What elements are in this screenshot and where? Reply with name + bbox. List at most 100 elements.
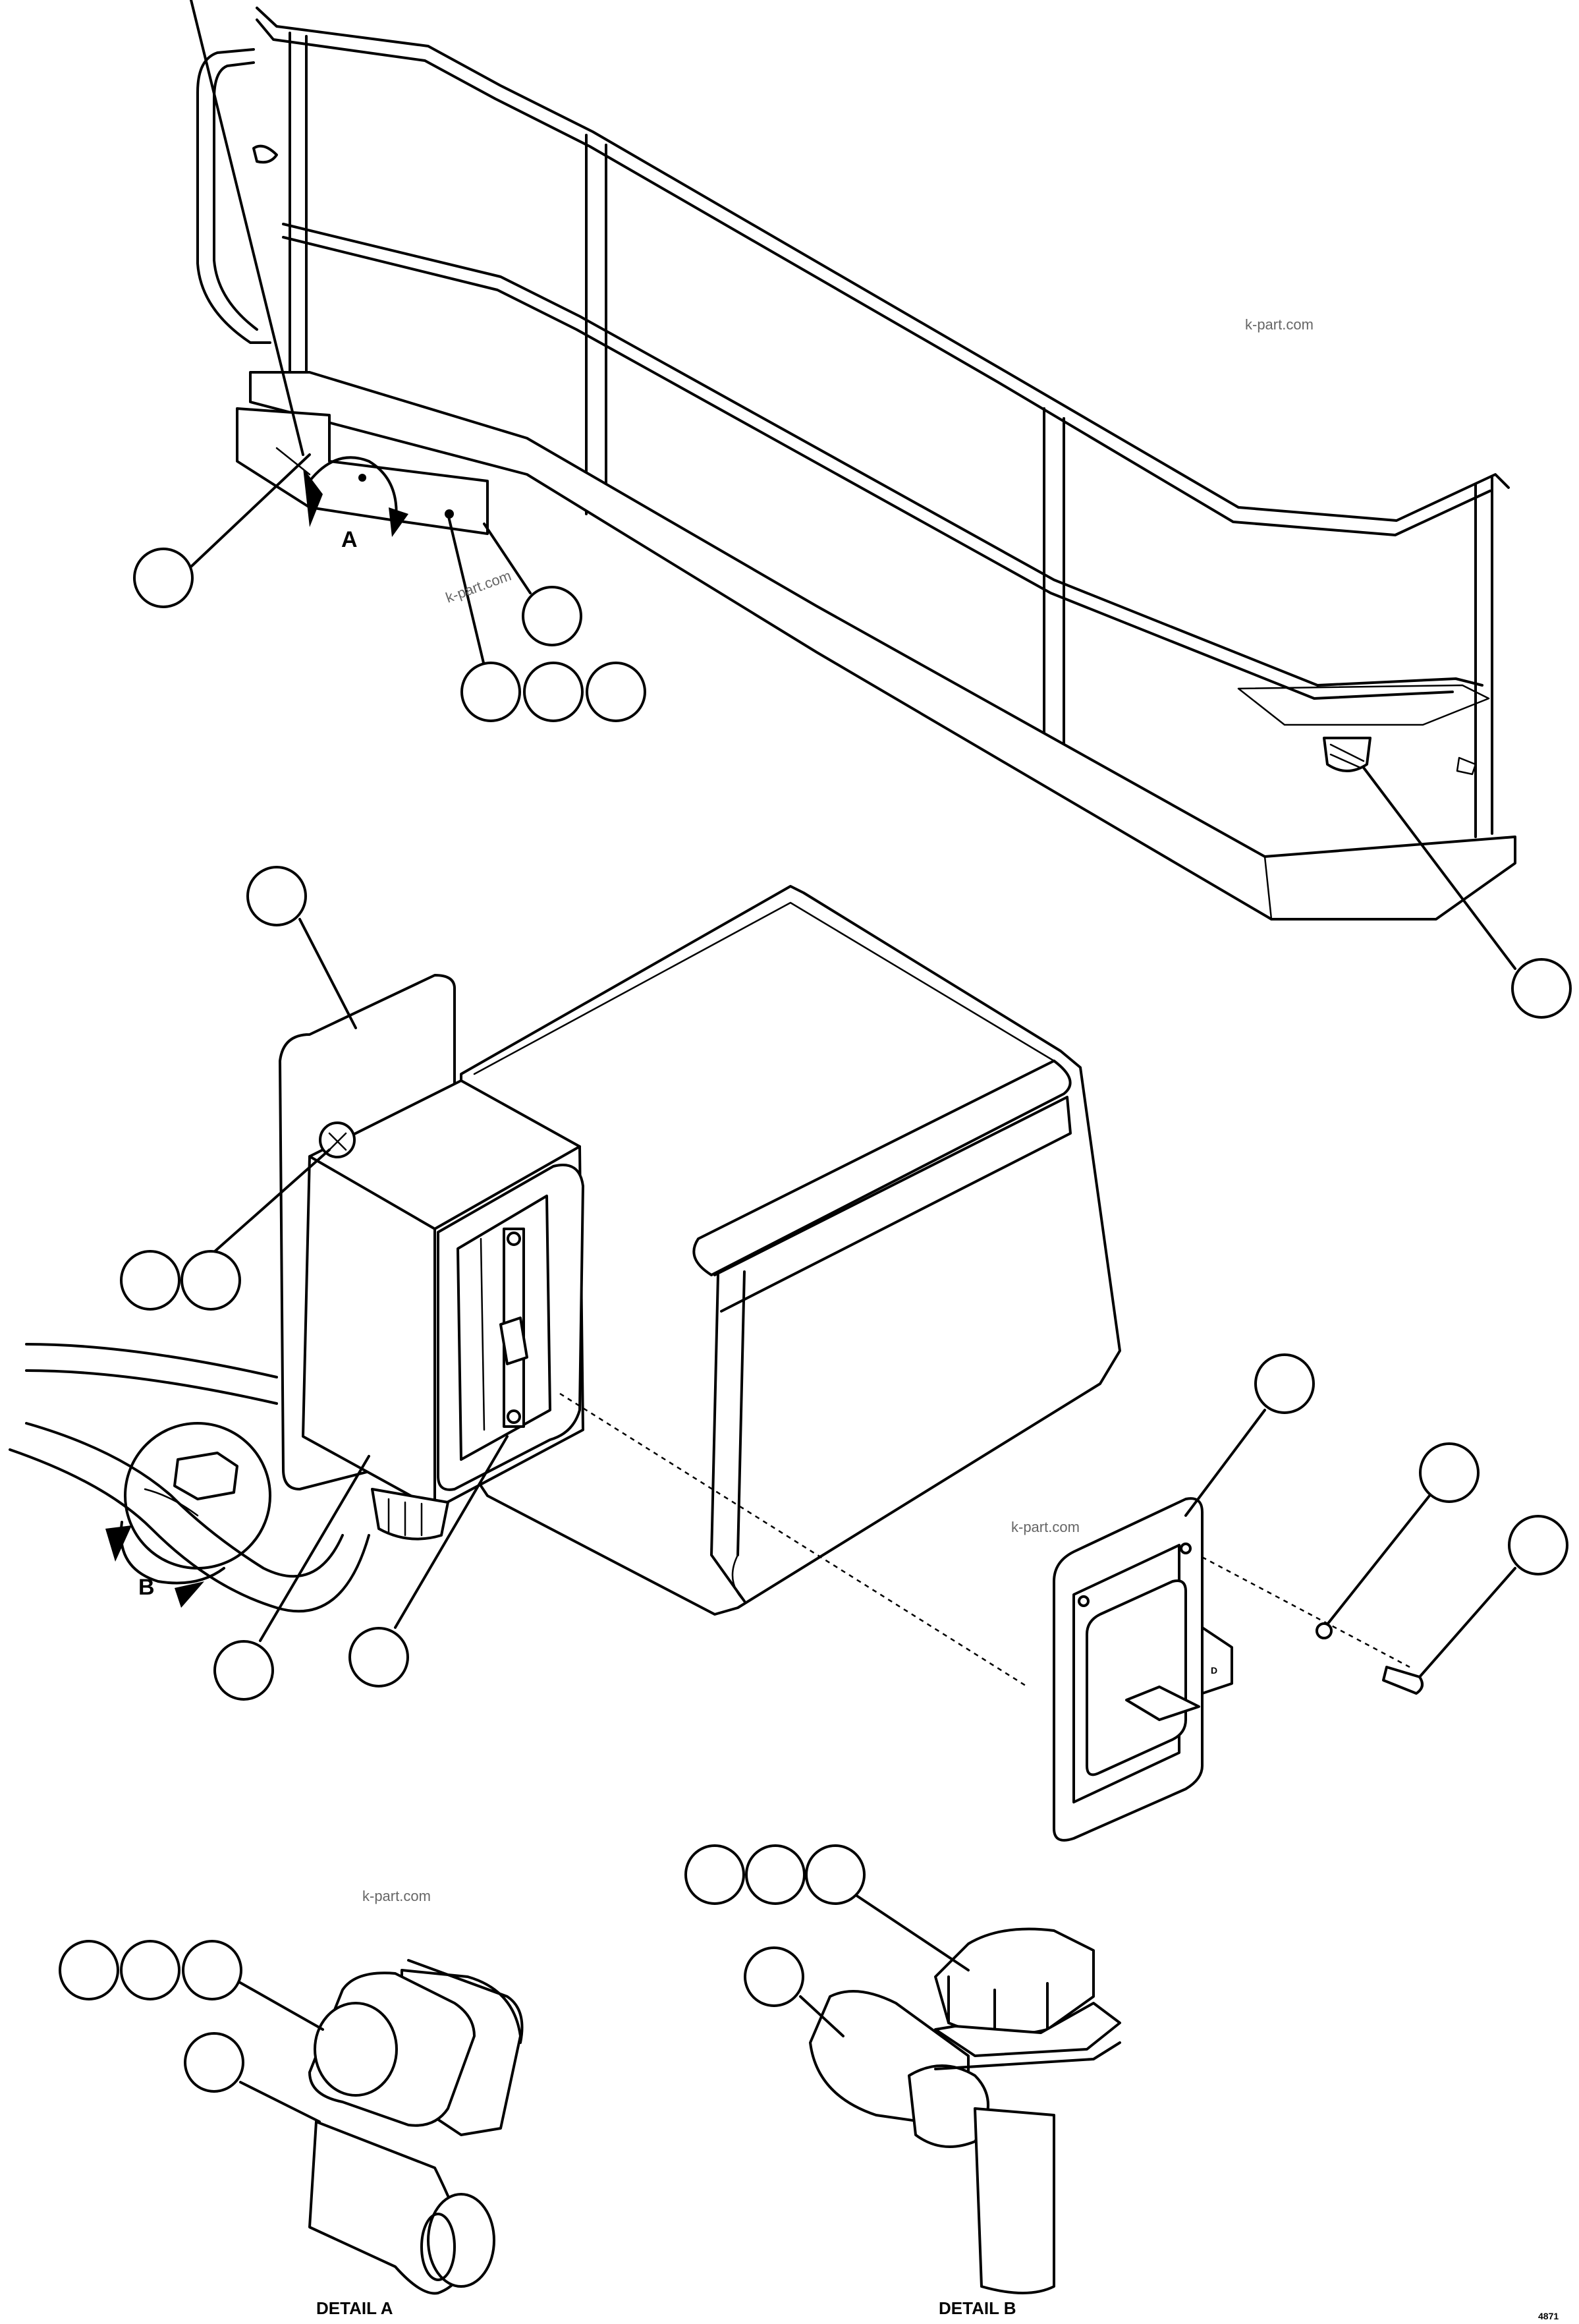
callout-10[interactable]	[213, 1640, 274, 1701]
callout-14[interactable]	[1508, 1515, 1568, 1575]
watermark-1: k-part.com	[1245, 316, 1314, 333]
cable-top-upper	[25, 1343, 278, 1378]
leader-7	[298, 918, 357, 1029]
mounting-screw-slot	[328, 1132, 347, 1151]
left-loop-rail	[196, 48, 271, 344]
cable-bottom-lower	[9, 1448, 370, 1613]
deck-end-platform	[1237, 684, 1490, 726]
front-panel-edge	[710, 1274, 746, 1602]
detail-b-circle	[124, 1422, 271, 1570]
cable-bottom-upper	[25, 1422, 344, 1578]
callout-18[interactable]	[184, 2032, 244, 2093]
arrow-head-a-2	[389, 507, 408, 537]
small-bolt-right	[1456, 756, 1477, 776]
washer	[1316, 1622, 1333, 1639]
left-loop-rail-inner	[213, 61, 258, 331]
deck-edge-line	[1263, 855, 1273, 921]
top-rail	[256, 7, 1510, 522]
cover-hole-2	[1180, 1543, 1192, 1554]
leader-19	[848, 1890, 970, 1971]
mid-rail	[282, 223, 1483, 687]
callouts-middle	[120, 866, 1568, 1701]
callouts-top	[133, 0, 1572, 1019]
callout-19[interactable]	[684, 1844, 745, 1905]
watermark-3: k-part.com	[1011, 1519, 1080, 1535]
detail-b-washer	[934, 2002, 1121, 2057]
detail-b-label: DETAIL B	[939, 2298, 1016, 2318]
detail-a: DETAIL A	[59, 1940, 524, 2318]
rotation-arrow-b	[119, 1521, 225, 1585]
detail-a-plate-edge	[407, 1959, 524, 2044]
handrail-assembly: A	[196, 7, 1516, 921]
top-rail-inner	[256, 18, 1491, 536]
battery-box-assembly: B	[9, 885, 1121, 1616]
cover-latch-tab	[1201, 1626, 1233, 1695]
detail-b: DETAIL B	[684, 1844, 1121, 2318]
leader-13	[1326, 1494, 1431, 1626]
box-top-edge	[473, 901, 1055, 1075]
switch-screw-top	[507, 1232, 521, 1246]
latch-tab-letter: D	[1211, 1665, 1217, 1676]
detail-a-cable-end	[427, 2193, 495, 2288]
callout-9[interactable]	[180, 1250, 241, 1311]
callout-16[interactable]	[120, 1940, 180, 2000]
leader-1b	[190, 453, 311, 568]
leader-10	[259, 1455, 370, 1642]
box-body	[460, 885, 1121, 1616]
mounting-screw	[319, 1121, 356, 1158]
callout-6[interactable]	[1511, 958, 1572, 1019]
callout-11[interactable]	[348, 1627, 409, 1687]
cable-top-lower	[25, 1369, 278, 1405]
switch-knob	[371, 1488, 449, 1541]
switch-screw-bottom	[507, 1409, 521, 1424]
leader-14	[1418, 1567, 1516, 1678]
callout-12[interactable]	[1254, 1353, 1315, 1414]
watermark-4: k-part.com	[362, 1888, 431, 1904]
watermark-2: k-part.com	[443, 567, 513, 606]
detail-a-cable-inner	[420, 2213, 456, 2281]
detail-a-label: DETAIL A	[316, 2298, 393, 2318]
callout-7[interactable]	[246, 866, 307, 926]
arrow-head-b-2	[175, 1581, 204, 1608]
rotation-arrow-a	[308, 456, 398, 528]
cover-hole-1	[1078, 1595, 1090, 1607]
sheet-reference: 4871	[1538, 2311, 1559, 2321]
switch-slot-left	[480, 1237, 485, 1431]
lid-hinge	[692, 1060, 1072, 1276]
detail-b-lug-ring	[908, 2064, 989, 2148]
leader-15	[223, 1972, 324, 2031]
light-fixture-grille	[1329, 743, 1365, 769]
leader-2	[483, 523, 532, 594]
detail-a-nut-face	[314, 2002, 398, 2097]
callout-3[interactable]	[460, 662, 521, 722]
callout-13[interactable]	[1419, 1442, 1480, 1503]
front-lip	[731, 1554, 746, 1602]
callout-15[interactable]	[59, 1940, 119, 2000]
callout-5[interactable]	[586, 662, 646, 722]
terminal-bolt	[173, 1452, 238, 1500]
callout-20[interactable]	[745, 1844, 806, 1905]
callout-22[interactable]	[744, 1946, 804, 2007]
view-a-label: A	[341, 527, 358, 552]
leader-11	[394, 1435, 509, 1629]
view-b-label: B	[138, 1575, 155, 1600]
callout-17[interactable]	[182, 1940, 242, 2000]
callout-1[interactable]	[133, 548, 194, 608]
wing-nut	[252, 144, 278, 164]
cover-handle	[1125, 1686, 1200, 1721]
callout-8[interactable]	[120, 1250, 180, 1311]
lid-flap	[713, 1096, 1072, 1313]
cover-plate: D	[1053, 1497, 1424, 1842]
cover-screw	[1382, 1666, 1424, 1695]
arrow-head-a-1	[303, 468, 323, 527]
callout-2[interactable]	[522, 586, 582, 646]
callout-21[interactable]	[805, 1844, 866, 1905]
switch-frame-inner	[457, 1195, 551, 1461]
callout-4[interactable]	[523, 662, 584, 722]
walkway-deck	[249, 371, 1516, 921]
leader-12	[1184, 1409, 1266, 1517]
leader-18	[239, 2081, 321, 2123]
cover-inner	[1072, 1544, 1180, 1803]
mid-rail-inner	[282, 236, 1454, 700]
